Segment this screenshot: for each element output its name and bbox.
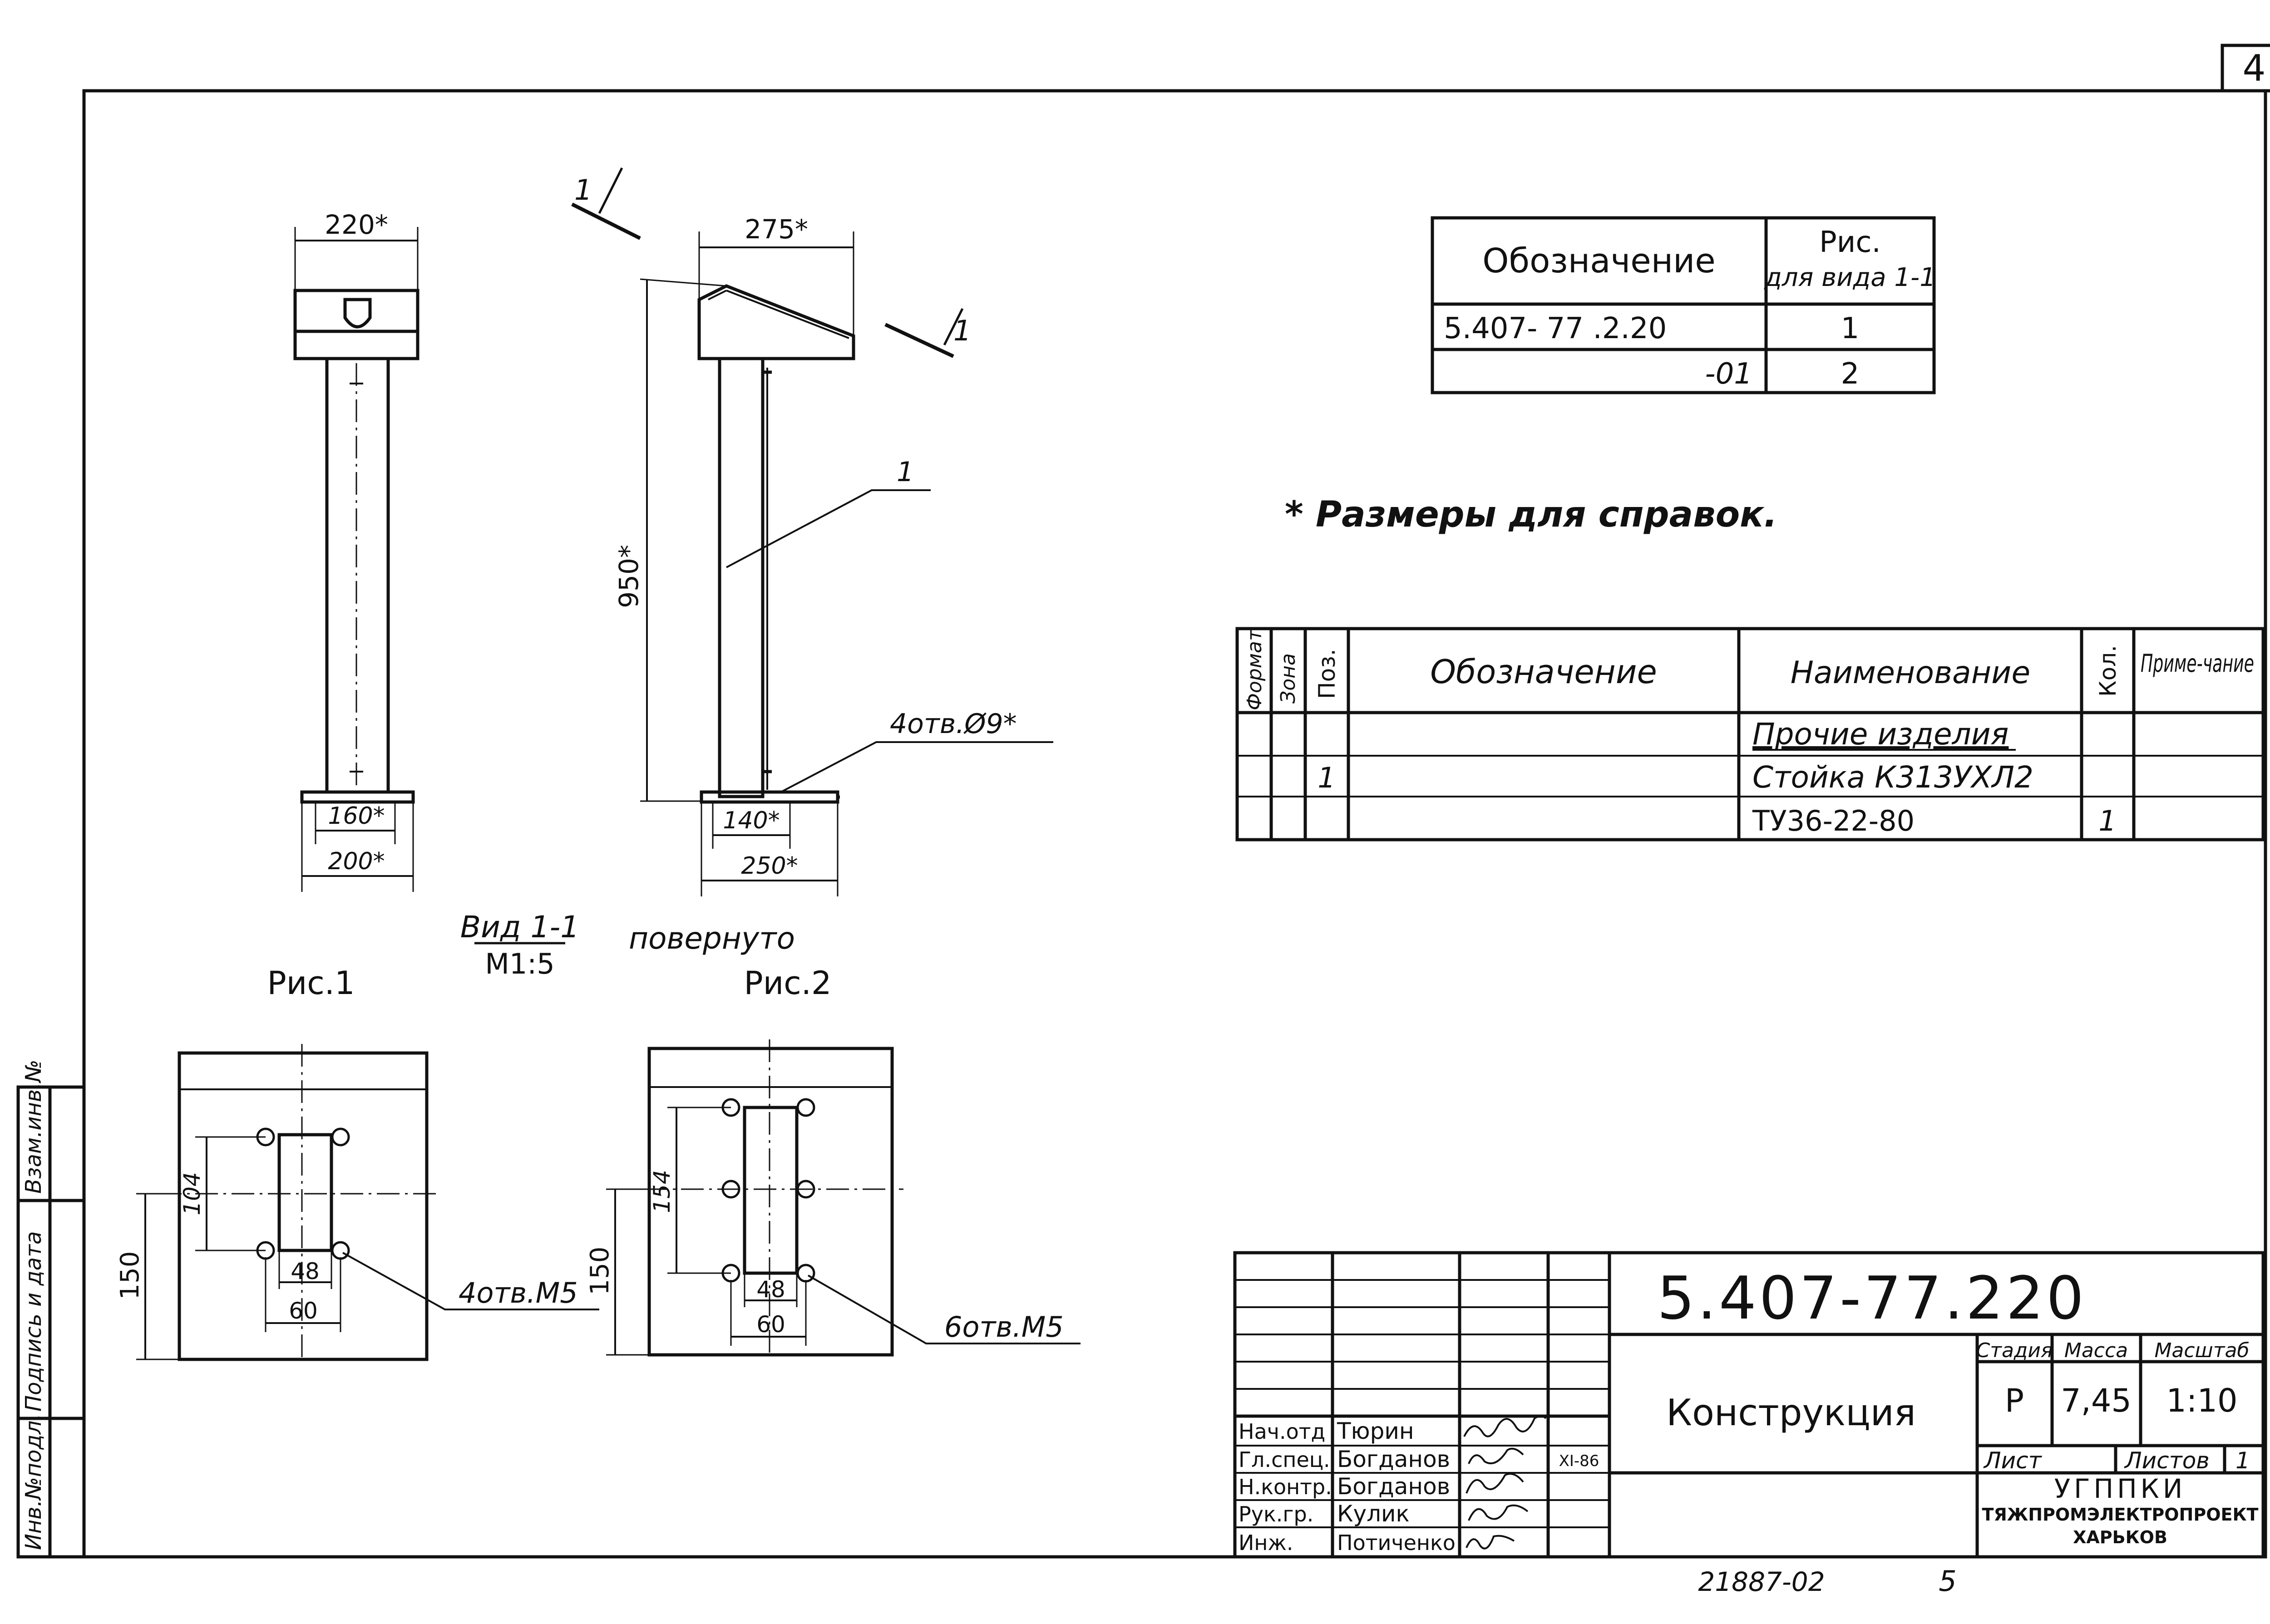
spec-header-format: Формат — [1243, 629, 1266, 710]
side-stamp-inv: Инв.№подл. — [21, 1413, 46, 1550]
variants-row1-fig: 1 — [1841, 312, 1860, 345]
person-role-3: Н.контр. — [1239, 1475, 1332, 1499]
signatures — [1463, 1415, 1547, 1550]
variants-row2-fig: 2 — [1841, 357, 1860, 391]
fig1-dim-60: 60 — [289, 1298, 318, 1324]
spec-header-pos: Поз. — [1314, 649, 1340, 699]
title-org1: УГППКИ — [2054, 1473, 2186, 1504]
title-mass: 7,45 — [2061, 1382, 2132, 1419]
cut-label-left: 1 — [574, 173, 592, 207]
fig2-dim-150: 150 — [585, 1247, 615, 1295]
fig2-label: Рис.2 — [744, 965, 832, 1002]
spec-header-note: Приме-чание — [2141, 649, 2254, 678]
spec-header-name: Наименование — [1791, 655, 2030, 691]
side-holes-label: 4отв.Ø9* — [890, 708, 1017, 740]
title-scale: 1:10 — [2166, 1382, 2237, 1419]
person-name-3: Богданов — [1337, 1473, 1450, 1500]
person-name-5: Потиченко — [1337, 1530, 1456, 1555]
variants-row1-designation: 5.407- 77 .2.20 — [1444, 312, 1667, 345]
title-sheets-count: 1 — [2235, 1447, 2250, 1474]
fig2-holes: 6отв.М5 — [944, 1310, 1064, 1343]
title-mass-label: Масса — [2064, 1339, 2128, 1362]
dim-side-base-outer: 250* — [741, 852, 798, 880]
title-date: XI-86 — [1559, 1452, 1599, 1470]
variants-header-designation: Обозначение — [1482, 241, 1715, 281]
side-view — [571, 167, 1053, 896]
title-block — [1233, 1251, 2265, 1559]
variants-row2-designation: -01 — [1705, 357, 1752, 391]
spec-header-designation: Обозначение — [1430, 653, 1657, 691]
spec-row2-name: Стойка К313УХЛ2 — [1752, 760, 2033, 795]
sheet-number: 4 — [2243, 47, 2266, 89]
dim-front-base-inner: 160* — [328, 802, 385, 830]
spec-row1-name: Прочие изделия — [1752, 717, 2008, 752]
variants-header-view: для вида 1-1 — [1764, 263, 1936, 292]
person-role-1: Нач.отд — [1239, 1419, 1325, 1444]
person-name-2: Богданов — [1337, 1446, 1450, 1472]
title-org2: ТЯЖПРОМЭЛЕКТРОПРОЕКТ — [1982, 1505, 2259, 1525]
dim-front-base-outer: 200* — [328, 848, 385, 875]
side-stamp-vzam: Взам.инв.№ — [21, 1060, 46, 1194]
spec-header-qty: Кол. — [2095, 645, 2121, 697]
fig1-dim-104: 104 — [179, 1172, 205, 1215]
person-role-2: Гл.спец. — [1239, 1447, 1330, 1472]
spec-row3-name: ТУ36-22-80 — [1752, 804, 1915, 837]
dim-front-top: 220* — [325, 209, 388, 240]
sheet-number-box — [2221, 44, 2270, 93]
title-name: Конструкция — [1666, 1392, 1916, 1434]
spec-header-zone: Зона — [1277, 653, 1300, 704]
spec-row2-pos: 1 — [1318, 761, 1335, 794]
fig2-section — [606, 1039, 1081, 1357]
spec-table — [1235, 627, 2265, 842]
fig1-holes: 4отв.М5 — [459, 1276, 578, 1309]
sheet-frame — [82, 89, 2267, 1559]
title-stage: Р — [2005, 1382, 2024, 1419]
pos-leader-label: 1 — [897, 456, 914, 488]
dim-side-height: 950* — [613, 545, 644, 608]
dim-side-top: 275* — [745, 214, 808, 245]
person-name-1: Тюрин — [1337, 1418, 1414, 1444]
fig1-section — [136, 1044, 599, 1362]
title-sheets-label: Листов — [2124, 1447, 2210, 1474]
fig1-dim-150: 150 — [115, 1251, 145, 1300]
fig2-dim-154: 154 — [649, 1170, 675, 1213]
title-stage-label: Стадия — [1976, 1339, 2053, 1362]
title-org3: ХАРЬКОВ — [2073, 1527, 2167, 1547]
spec-row3-qty: 1 — [2098, 804, 2116, 837]
bottom-number: 21887-02 — [1698, 1566, 1825, 1597]
view-scale: М1:5 — [485, 947, 554, 980]
person-name-4: Кулик — [1337, 1501, 1410, 1527]
person-role-5: Инж. — [1239, 1530, 1293, 1555]
fig2-dim-60: 60 — [756, 1311, 785, 1338]
fig2-dim-48: 48 — [756, 1276, 785, 1303]
title-scale-label: Масштаб — [2154, 1339, 2249, 1362]
title-sheet-label: Лист — [1983, 1447, 2043, 1474]
note-reference: * Размеры для справок. — [1285, 494, 1777, 535]
front-view — [293, 227, 419, 892]
side-stamp-sign: Подпись и дата — [21, 1231, 46, 1412]
dim-side-base-inner: 140* — [723, 807, 780, 834]
person-role-4: Рук.гр. — [1239, 1502, 1313, 1526]
variants-table — [1431, 216, 1936, 394]
fig1-dim-48: 48 — [291, 1258, 320, 1284]
fig1-label: Рис.1 — [267, 965, 355, 1002]
cut-label-right: 1 — [953, 314, 971, 347]
bottom-page: 5 — [1939, 1565, 1956, 1598]
view-rotated: повернуто — [629, 921, 795, 956]
view-title: Вид 1-1 — [460, 910, 580, 945]
title-doc-code: 5.407-77.220 — [1657, 1264, 2087, 1333]
variants-header-fig: Рис. — [1819, 226, 1881, 259]
